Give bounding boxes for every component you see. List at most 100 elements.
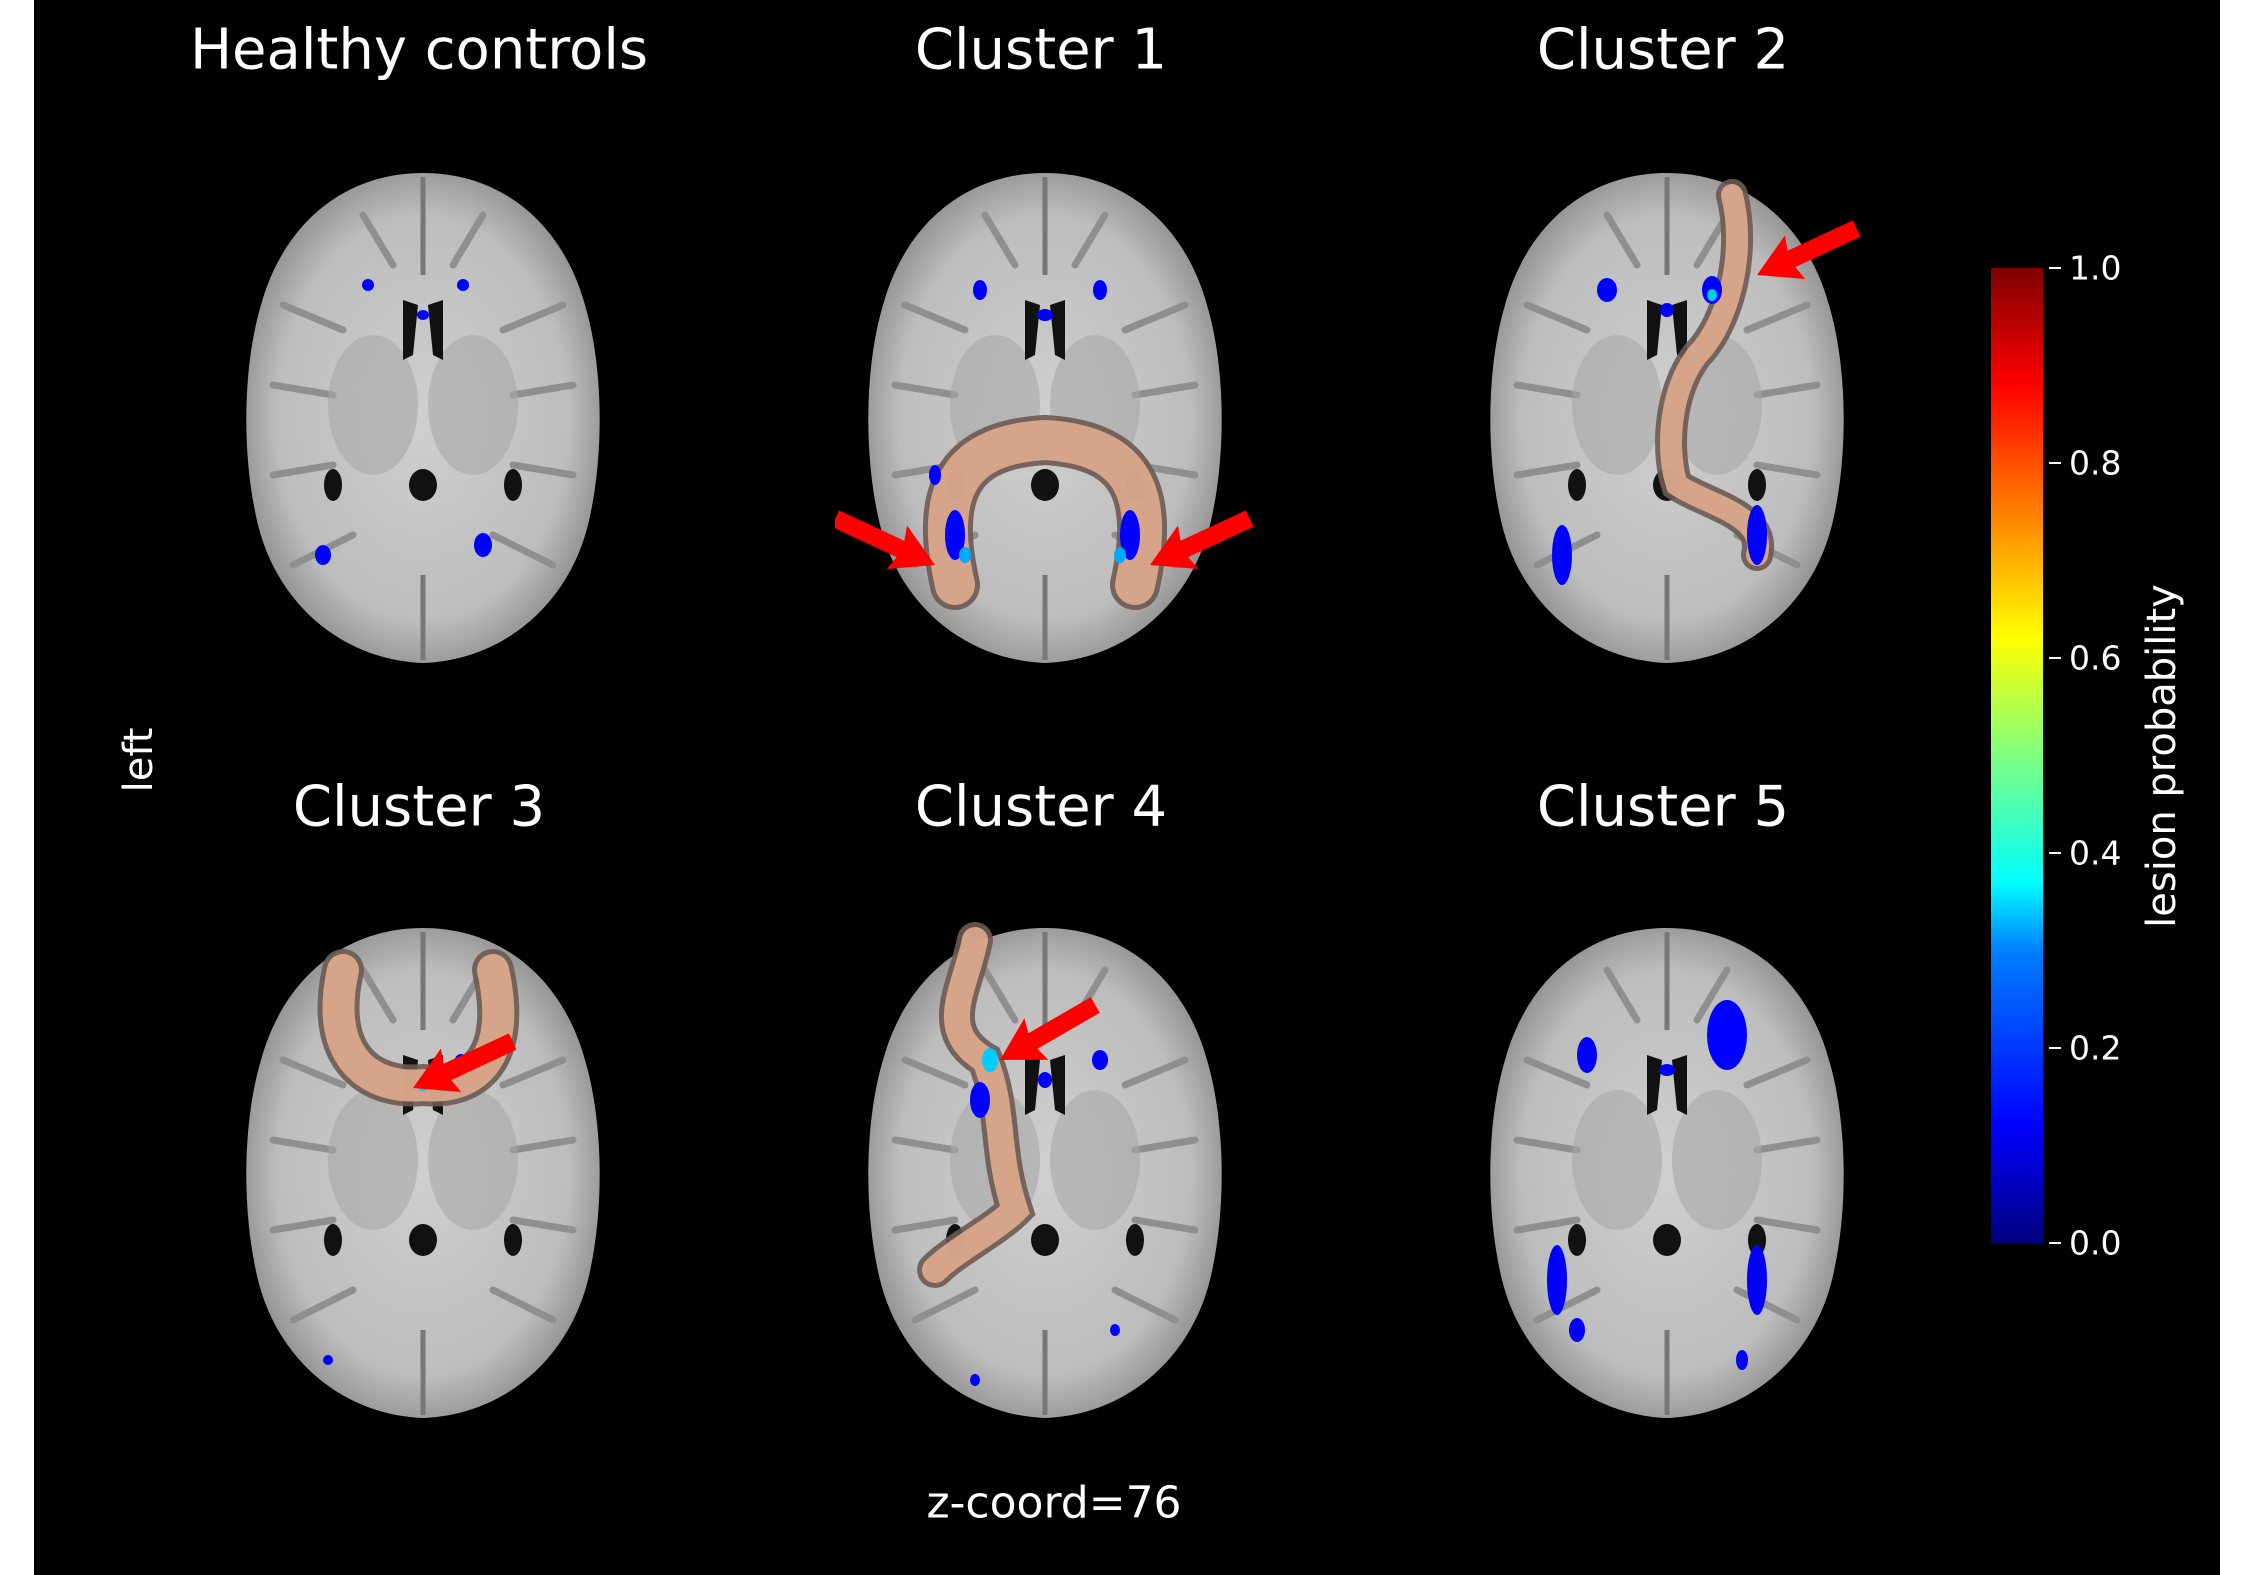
sulcus xyxy=(1603,211,1641,269)
lesion-blob xyxy=(1577,1037,1597,1073)
ventricle xyxy=(409,1224,437,1256)
lesion-blob xyxy=(1038,1072,1052,1088)
ventricle xyxy=(324,469,342,501)
colorbar-tick-label: 0.2 xyxy=(2069,1028,2122,1068)
panel-title: Healthy controls xyxy=(189,17,649,83)
thalamus xyxy=(1050,1090,1140,1230)
ventricle xyxy=(1031,469,1059,501)
red-arrow-icon xyxy=(1000,997,1100,1060)
lesion-blob xyxy=(1747,1245,1767,1315)
lesion-blob xyxy=(474,533,492,557)
lesion-blob xyxy=(1707,1000,1747,1070)
sulcus xyxy=(1513,1216,1581,1234)
lesion-blob xyxy=(1569,1318,1585,1342)
lesion-blob xyxy=(959,547,971,563)
ventricle xyxy=(1568,1224,1586,1256)
lesion-blob xyxy=(457,279,469,291)
panel-title: Cluster 3 xyxy=(292,774,546,840)
sulcus xyxy=(891,381,959,399)
ventricle xyxy=(1126,1224,1144,1256)
lesion-blob xyxy=(970,1374,980,1386)
sulcus xyxy=(1121,301,1189,334)
ventricle xyxy=(324,1224,342,1256)
lesion-blob xyxy=(362,279,374,291)
panel-title: Cluster 2 xyxy=(1536,17,1790,83)
lesion-blob xyxy=(1597,278,1617,302)
lesion-blob xyxy=(973,280,987,300)
ventricle xyxy=(1748,469,1766,501)
ventricle xyxy=(1653,1224,1681,1256)
sulcus xyxy=(269,1216,337,1234)
panel-title: Cluster 5 xyxy=(1536,774,1790,840)
sulcus xyxy=(1743,1056,1811,1089)
ventricle xyxy=(504,469,522,501)
brain-slice-healthy-controls xyxy=(246,173,600,663)
sulcus xyxy=(1131,1136,1199,1154)
tract-overlay xyxy=(1660,184,1770,566)
lesion-blob xyxy=(1747,505,1767,565)
colorbar-tick xyxy=(2049,657,2061,659)
sulcus xyxy=(1513,1136,1581,1154)
lesion-blob xyxy=(1114,547,1126,563)
sulcus xyxy=(279,301,347,334)
sulcus xyxy=(911,1286,979,1324)
thalamus xyxy=(328,1090,418,1230)
red-arrow-icon xyxy=(413,1033,517,1093)
lesion-blob xyxy=(1547,1245,1567,1315)
figure: Healthy controls Cluster 1 Cluster 2 Clu… xyxy=(34,0,2220,1575)
lesion-blob xyxy=(1552,525,1572,585)
colorbar-tick xyxy=(2049,852,2061,854)
sulcus xyxy=(1513,461,1581,479)
lesion-blob xyxy=(1659,1064,1675,1076)
ventricle xyxy=(1647,1055,1662,1115)
sulcus xyxy=(509,1216,577,1234)
lesion-blob xyxy=(1120,510,1140,560)
ventricle xyxy=(1031,1224,1059,1256)
lesion-blob xyxy=(417,310,429,320)
red-arrow-icon xyxy=(835,510,935,570)
colorbar-tick xyxy=(2049,267,2061,269)
sulcus xyxy=(1513,381,1581,399)
ventricle xyxy=(1672,300,1687,360)
sulcus xyxy=(509,1136,577,1154)
sulcus xyxy=(1753,461,1821,479)
sulcus xyxy=(1693,966,1731,1024)
sulcus xyxy=(981,211,1019,269)
ventricle xyxy=(1647,300,1662,360)
lesion-blob xyxy=(1110,1324,1120,1336)
brain-slice-cluster-2 xyxy=(1490,173,1861,663)
brain-slice-cluster-1 xyxy=(835,173,1254,663)
ventricle xyxy=(403,300,418,360)
sulcus xyxy=(1603,966,1641,1024)
lesion-blob xyxy=(1660,303,1674,317)
thalamus xyxy=(428,335,518,475)
ventricle xyxy=(428,300,443,360)
colorbar-tick xyxy=(2049,1242,2061,1244)
lesion-blob xyxy=(945,510,965,560)
colorbar xyxy=(1991,268,2043,1243)
thalamus xyxy=(428,1090,518,1230)
colorbar-tick-label: 0.8 xyxy=(2069,443,2122,483)
red-arrow-icon xyxy=(1757,220,1861,280)
brain-slice-cluster-3 xyxy=(246,928,600,1418)
tract-overlay xyxy=(927,419,1163,605)
sulcus xyxy=(981,966,1019,1024)
side-label: left xyxy=(116,727,162,793)
sulcus xyxy=(1071,211,1109,269)
sulcus xyxy=(489,1286,557,1324)
lesion-blob xyxy=(1037,309,1053,321)
colorbar-tick xyxy=(2049,1047,2061,1049)
ventricle xyxy=(409,469,437,501)
lesion-blob xyxy=(1707,289,1717,301)
sulcus xyxy=(359,211,397,269)
lesion-blob xyxy=(1093,280,1107,300)
lesion-blob xyxy=(323,1355,333,1365)
lesion-blob xyxy=(982,1048,998,1072)
colorbar-tick-label: 0.0 xyxy=(2069,1223,2122,1263)
sulcus xyxy=(269,1136,337,1154)
sulcus xyxy=(279,1056,347,1089)
ventricle xyxy=(1748,1224,1766,1256)
sulcus xyxy=(1753,1136,1821,1154)
colorbar-tick xyxy=(2049,462,2061,464)
lesion-blob xyxy=(1092,1050,1108,1070)
